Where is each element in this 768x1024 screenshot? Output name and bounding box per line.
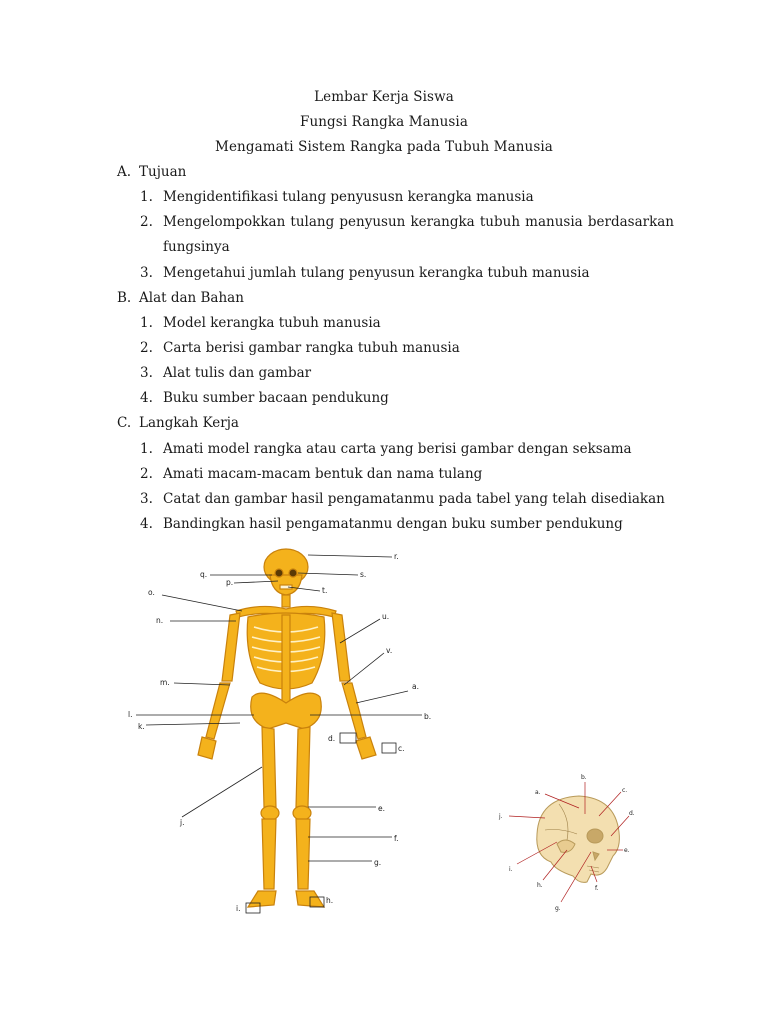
section-a-heading: A. Tujuan: [117, 164, 186, 180]
item-text: Amati macam-macam bentuk dan nama tulang: [163, 466, 483, 482]
label-b: b.: [424, 712, 431, 721]
label-f: f.: [394, 834, 398, 843]
label-m: m.: [160, 678, 170, 687]
skull-diagram: b. a. c. j. d. e. i. h. f. g.: [498, 774, 635, 912]
skull-label-g: g.: [555, 905, 561, 912]
item-number: 1.: [140, 441, 153, 457]
item-number: 2.: [140, 340, 153, 356]
worksheet-topic: Mengamati Sistem Rangka pada Tubuh Manus…: [215, 139, 553, 155]
skeleton-drawing: [197, 548, 377, 908]
section-letter: B.: [117, 290, 132, 306]
item-number: 3.: [140, 265, 153, 281]
label-d: d.: [328, 734, 335, 743]
item-text: Carta berisi gambar rangka tubuh manusia: [163, 340, 460, 356]
item-text: Catat dan gambar hasil pengamatanmu pada…: [163, 491, 665, 507]
label-k: k.: [138, 722, 145, 731]
item-number: 3.: [140, 365, 153, 381]
label-g: g.: [374, 858, 381, 867]
label-h: h.: [326, 896, 333, 905]
section-letter: A.: [117, 164, 132, 180]
skull-label-c: c.: [622, 787, 627, 794]
item-number: 4.: [140, 516, 153, 532]
skull-label-i: i.: [509, 866, 513, 873]
item-text: Mengidentifikasi tulang penyususn kerang…: [163, 189, 534, 205]
skull-label-a: a.: [535, 789, 541, 796]
item-text: Alat tulis dan gambar: [163, 365, 312, 381]
skull-label-d: d.: [629, 810, 635, 817]
section-b-heading: B. Alat dan Bahan: [117, 290, 244, 306]
item-number: 2.: [140, 466, 153, 482]
item-text-continued: fungsinya: [163, 239, 230, 255]
label-i: i.: [236, 904, 240, 913]
item-number: 2.: [140, 214, 153, 230]
skull-label-f: f.: [595, 885, 599, 892]
item-text: Mengetahui jumlah tulang penyusun kerang…: [163, 265, 590, 281]
item-text: Amati model rangka atau carta yang beris…: [163, 441, 632, 457]
worksheet-subtitle: Fungsi Rangka Manusia: [300, 114, 468, 130]
skull-label-j: j.: [498, 813, 503, 820]
human-skeleton-diagram: r. q. s. p. t. o. n. u. v. m. a. l. b. k…: [112, 545, 452, 927]
item-number: 1.: [140, 315, 153, 331]
item-text: Bandingkan hasil pengamatanmu dengan buk…: [163, 516, 623, 532]
section-title: Alat dan Bahan: [139, 290, 244, 306]
label-o: o.: [148, 588, 155, 597]
section-title: Tujuan: [139, 164, 187, 180]
skull-label-e: e.: [624, 847, 630, 854]
item-number: 4.: [140, 390, 153, 406]
label-r: r.: [394, 552, 399, 561]
item-text: Mengelompokkan tulang penyusun kerangka …: [163, 214, 674, 230]
section-letter: C.: [117, 415, 132, 431]
label-s: s.: [360, 570, 366, 579]
item-text: Model kerangka tubuh manusia: [163, 315, 381, 331]
item-number: 3.: [140, 491, 153, 507]
skull-label-h: h.: [537, 882, 543, 889]
label-n: n.: [156, 616, 163, 625]
label-t: t.: [322, 586, 327, 595]
label-l: l.: [128, 710, 132, 719]
label-v: v.: [386, 646, 392, 655]
label-c: c.: [398, 744, 405, 753]
skull-label-b: b.: [581, 774, 587, 781]
skull-leader-lines: [508, 782, 630, 903]
label-u: u.: [382, 612, 389, 621]
leader-lines: [136, 554, 422, 862]
section-title: Langkah Kerja: [139, 415, 239, 431]
item-number: 1.: [140, 189, 153, 205]
item-text: Buku sumber bacaan pendukung: [163, 390, 389, 406]
skull-drawing: [536, 795, 620, 883]
label-a: a.: [412, 682, 419, 691]
label-q: q.: [200, 570, 207, 579]
worksheet-title: Lembar Kerja Siswa: [314, 89, 454, 105]
label-p: p.: [226, 578, 233, 587]
label-j: j.: [179, 818, 184, 827]
label-e: e.: [378, 804, 385, 813]
section-c-heading: C. Langkah Kerja: [117, 415, 239, 431]
